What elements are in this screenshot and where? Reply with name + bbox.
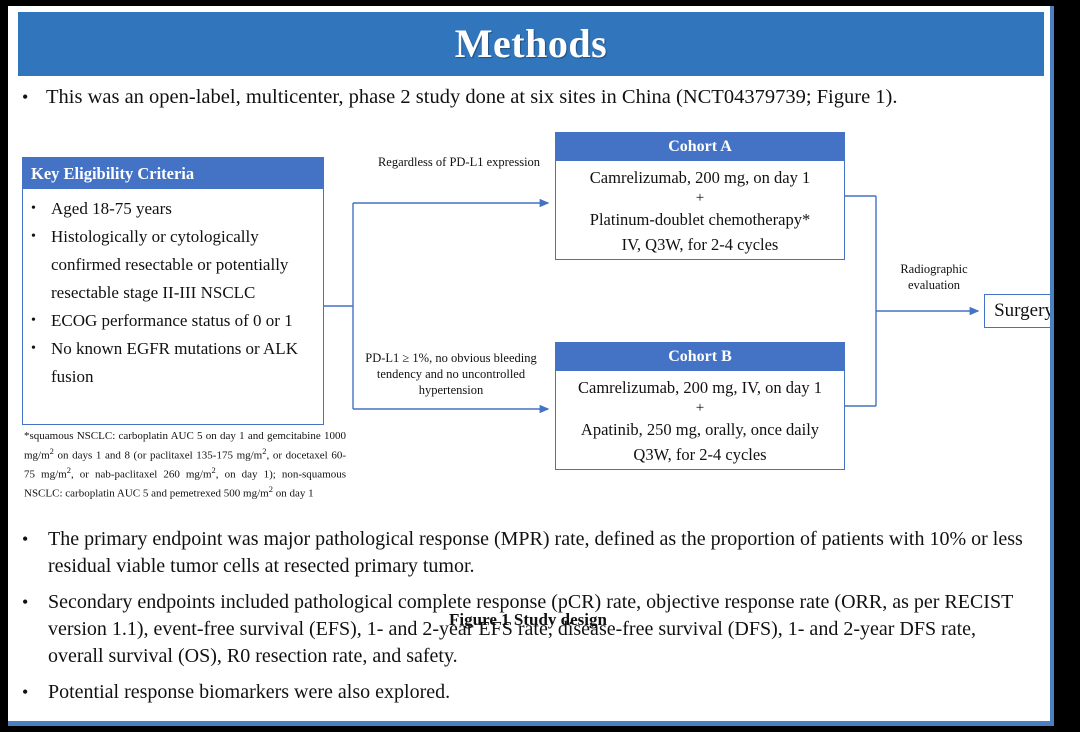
figure-caption: Figure 1 Study design <box>449 610 607 629</box>
arm-b-condition-label: PD-L1 ≥ 1%, no obvious bleeding tendency… <box>365 351 537 397</box>
cohort-a-line-3: IV, Q3W, for 2-4 cycles <box>621 235 779 254</box>
eligibility-item-text: Aged 18-75 years <box>51 199 172 218</box>
list-item: • Aged 18-75 years <box>31 195 317 223</box>
primary-endpoint-text: The primary endpoint was major pathologi… <box>48 528 1023 577</box>
eligibility-item-text: No known EGFR mutations or ALK fusion <box>51 339 298 386</box>
cohort-b-line-3: Q3W, for 2-4 cycles <box>633 445 767 464</box>
radiographic-evaluation-label: Radiographic evaluation <box>900 262 968 292</box>
cohort-a-line-2: Platinum-doublet chemotherapy* <box>589 210 811 229</box>
bullet-dot-icon: • <box>31 229 36 244</box>
arm-a-condition-label: Regardless of PD-L1 expression <box>377 155 541 169</box>
cohort-a-header: Cohort A <box>556 133 844 161</box>
eligibility-criteria-box: Key Eligibility Criteria • Aged 18-75 ye… <box>22 157 324 425</box>
list-item: • Potential response biomarkers were als… <box>22 679 1034 706</box>
bullet-dot-icon: • <box>22 682 29 702</box>
eligibility-item-text: Histologically or cytologically confirme… <box>51 227 289 302</box>
eligibility-list: • Aged 18-75 years • Histologically or c… <box>23 189 323 391</box>
list-item: • Secondary endpoints included pathologi… <box>22 589 1034 670</box>
page-title: Methods <box>454 21 608 66</box>
cohort-a-plus: + <box>695 190 705 206</box>
biomarkers-text: Potential response biomarkers were also … <box>48 681 451 703</box>
bullet-dot-icon: • <box>31 201 36 216</box>
bullet-dot-icon: • <box>31 313 36 328</box>
list-item: • ECOG performance status of 0 or 1 <box>31 307 317 335</box>
list-item: • Histologically or cytologically confir… <box>31 223 317 307</box>
list-item: • The primary endpoint was major patholo… <box>22 526 1034 580</box>
slide-canvas: Methods • This was an open-label, multic… <box>8 6 1054 726</box>
bullet-dot-icon: • <box>31 341 36 356</box>
list-item: • No known EGFR mutations or ALK fusion <box>31 335 317 391</box>
chemotherapy-footnote: *squamous NSCLC: carboplatin AUC 5 on da… <box>24 430 346 500</box>
intro-bullet-text: This was an open-label, multicenter, pha… <box>46 86 898 108</box>
cohort-a-line-1: Camrelizumab, 200 mg, on day 1 <box>589 168 811 187</box>
bullet-dot-icon: • <box>22 87 29 107</box>
cohort-b-body: Camrelizumab, 200 mg, IV, on day 1 + Apa… <box>556 371 844 467</box>
cohort-a-body: Camrelizumab, 200 mg, on day 1 + Platinu… <box>556 161 844 257</box>
intro-bullet: • This was an open-label, multicenter, p… <box>22 84 1038 110</box>
secondary-endpoints-text: Secondary endpoints included pathologica… <box>48 591 1013 667</box>
slide-title-bar: Methods <box>18 12 1044 76</box>
cohort-b-line-2: Apatinib, 250 mg, orally, once daily <box>580 420 820 439</box>
cohort-b-box: Cohort B Camrelizumab, 200 mg, IV, on da… <box>555 342 845 470</box>
cohort-a-box: Cohort A Camrelizumab, 200 mg, on day 1 … <box>555 132 845 260</box>
cohort-b-header: Cohort B <box>556 343 844 371</box>
surgery-box: Surgery <box>984 294 1050 328</box>
bullet-dot-icon: • <box>22 592 29 612</box>
eligibility-header: Key Eligibility Criteria <box>23 158 323 189</box>
endpoints-bullets: • The primary endpoint was major patholo… <box>22 526 1034 715</box>
eligibility-item-text: ECOG performance status of 0 or 1 <box>51 311 293 330</box>
cohort-b-line-1: Camrelizumab, 200 mg, IV, on day 1 <box>578 378 822 397</box>
cohort-b-plus: + <box>695 400 705 416</box>
bullet-dot-icon: • <box>22 529 29 549</box>
study-design-figure: Key Eligibility Criteria • Aged 18-75 ye… <box>8 124 1050 629</box>
